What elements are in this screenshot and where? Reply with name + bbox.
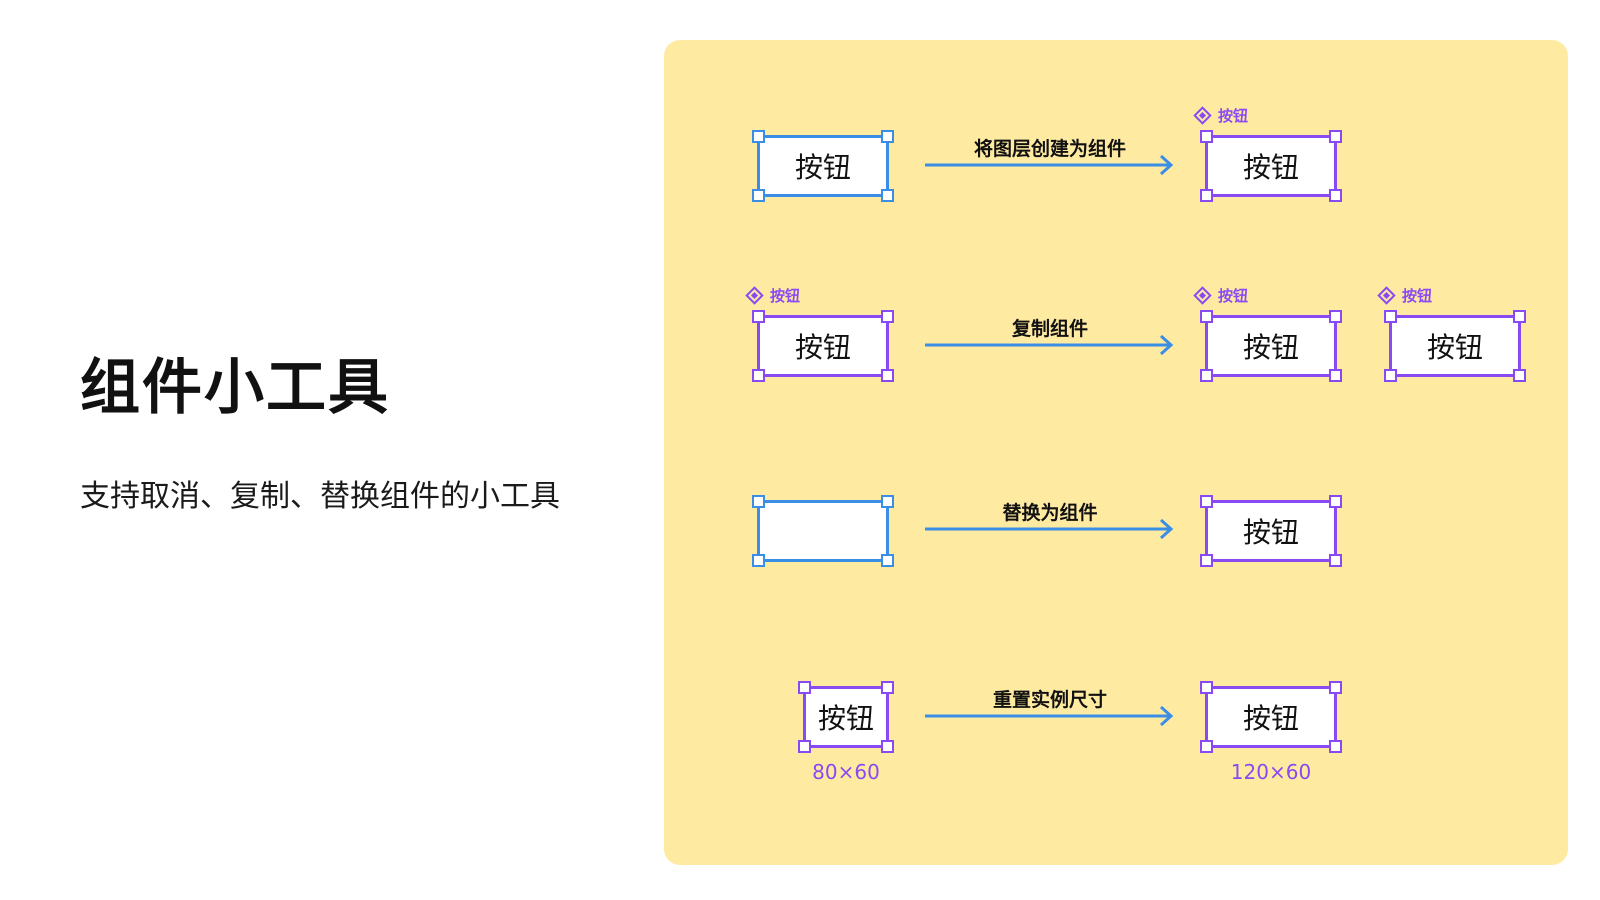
component-label: 按钮: [1242, 151, 1299, 184]
illustration-panel: 按钮 将图层创建为组件 按钮 按钮 按钮 按钮: [664, 40, 1568, 865]
component-tag-label: 按钮: [770, 287, 801, 305]
component-box[interactable]: 按钮: [1200, 310, 1342, 382]
resize-handle[interactable]: [1384, 310, 1397, 323]
arrow-right-icon: [925, 335, 1174, 355]
instance-box-reset[interactable]: 按钮: [1200, 681, 1342, 753]
instance-box-small[interactable]: 按钮: [798, 681, 894, 753]
resize-handle[interactable]: [1513, 310, 1526, 323]
resize-handle[interactable]: [1513, 369, 1526, 382]
arrow-right-icon: [925, 519, 1174, 539]
resize-handle[interactable]: [798, 740, 811, 753]
component-icon: [1193, 106, 1212, 125]
component-label: 按钮: [1242, 331, 1299, 364]
resize-handle[interactable]: [881, 681, 894, 694]
resize-handle[interactable]: [752, 495, 765, 508]
resize-handle[interactable]: [752, 130, 765, 143]
instance-box[interactable]: 按钮: [1200, 495, 1342, 567]
resize-handle[interactable]: [1329, 369, 1342, 382]
resize-handle[interactable]: [798, 681, 811, 694]
component-tag-label: 按钮: [1218, 287, 1249, 305]
resize-handle[interactable]: [1200, 369, 1213, 382]
resize-handle[interactable]: [752, 554, 765, 567]
instance-label: 按钮: [1242, 702, 1299, 735]
page-subtitle: 支持取消、复制、替换组件的小工具: [80, 479, 560, 514]
action-label-replace: 替换为组件: [1002, 502, 1098, 524]
resize-handle[interactable]: [752, 189, 765, 202]
action-label-reset-size: 重置实例尺寸: [992, 689, 1107, 711]
page-title: 组件小工具: [80, 353, 390, 423]
resize-handle[interactable]: [1329, 554, 1342, 567]
component-tag: 按钮: [1193, 285, 1249, 306]
instance-label: 按钮: [1242, 516, 1299, 549]
component-icon: [745, 286, 764, 305]
resize-handle[interactable]: [1200, 310, 1213, 323]
component-box[interactable]: 按钮: [1200, 130, 1342, 202]
resize-handle[interactable]: [1200, 740, 1213, 753]
resize-handle[interactable]: [1200, 554, 1213, 567]
component-label: 按钮: [1426, 331, 1483, 364]
size-label-after: 120×60: [1230, 760, 1312, 784]
component-box-copy[interactable]: 按钮: [1384, 310, 1526, 382]
component-icon: [1377, 286, 1396, 305]
component-tag-label: 按钮: [1402, 287, 1433, 305]
resize-handle[interactable]: [752, 369, 765, 382]
resize-handle[interactable]: [881, 369, 894, 382]
resize-handle[interactable]: [1329, 740, 1342, 753]
action-label-duplicate: 复制组件: [1011, 318, 1088, 340]
resize-handle[interactable]: [1200, 681, 1213, 694]
resize-handle[interactable]: [1329, 495, 1342, 508]
resize-handle[interactable]: [881, 740, 894, 753]
component-box[interactable]: 按钮: [752, 310, 894, 382]
layer-label: 按钮: [794, 151, 851, 184]
resize-handle[interactable]: [1329, 130, 1342, 143]
resize-handle[interactable]: [1329, 310, 1342, 323]
component-tag-label: 按钮: [1218, 107, 1249, 125]
resize-handle[interactable]: [881, 130, 894, 143]
instance-label: 按钮: [817, 702, 874, 735]
resize-handle[interactable]: [881, 310, 894, 323]
layer-frame[interactable]: 按钮: [752, 130, 894, 202]
component-tag: 按钮: [745, 285, 801, 306]
resize-handle[interactable]: [881, 189, 894, 202]
component-icon: [1193, 286, 1212, 305]
resize-handle[interactable]: [1329, 681, 1342, 694]
resize-handle[interactable]: [752, 310, 765, 323]
resize-handle[interactable]: [1200, 495, 1213, 508]
component-tag: 按钮: [1377, 285, 1433, 306]
component-tag: 按钮: [1193, 105, 1249, 126]
resize-handle[interactable]: [1384, 369, 1397, 382]
resize-handle[interactable]: [1200, 189, 1213, 202]
empty-frame[interactable]: [752, 495, 894, 567]
component-label: 按钮: [794, 331, 851, 364]
size-label-before: 80×60: [812, 760, 880, 784]
resize-handle[interactable]: [1329, 189, 1342, 202]
arrow-right-icon: [925, 706, 1174, 726]
resize-handle[interactable]: [881, 554, 894, 567]
resize-handle[interactable]: [881, 495, 894, 508]
resize-handle[interactable]: [1200, 130, 1213, 143]
arrow-right-icon: [925, 155, 1174, 175]
action-label-create: 将图层创建为组件: [973, 138, 1126, 160]
